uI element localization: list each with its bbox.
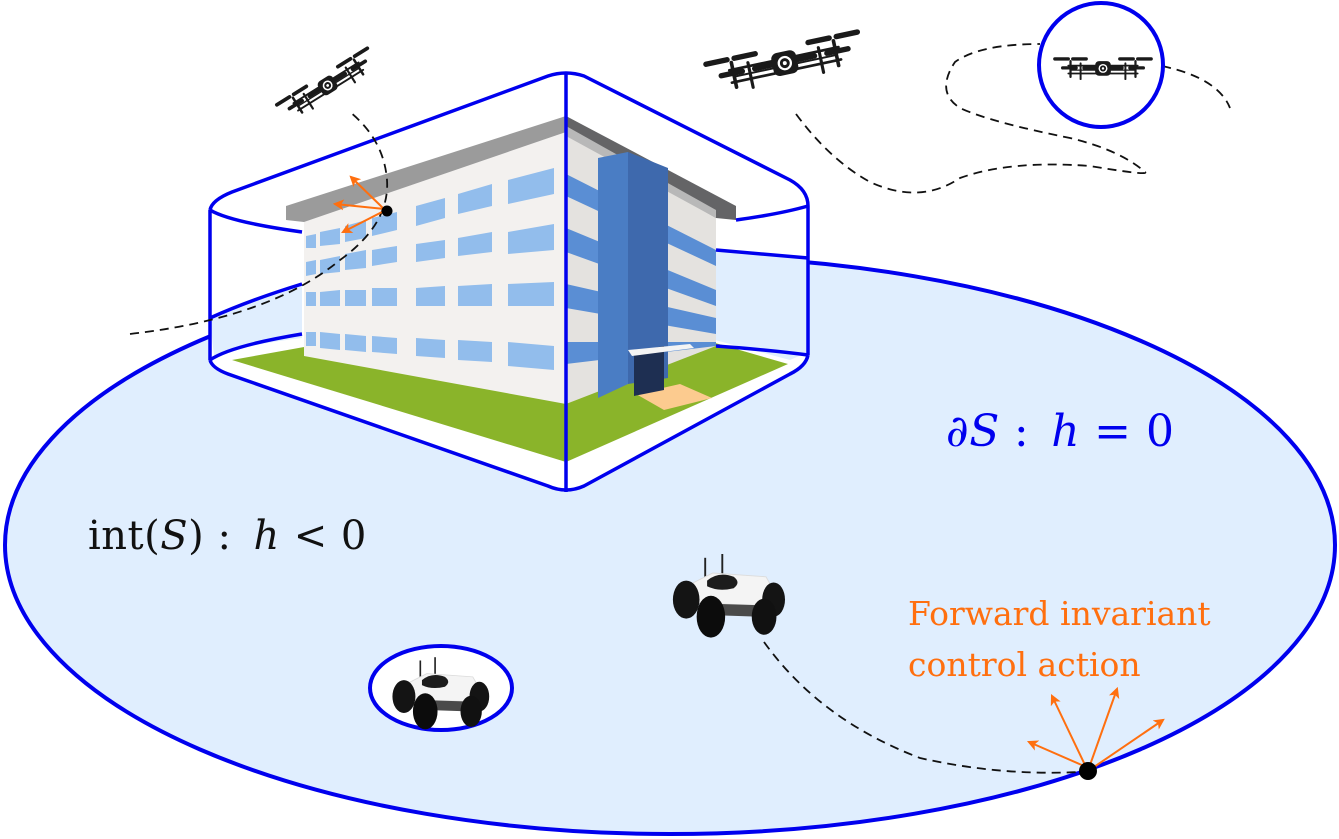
trajectories <box>129 43 1231 774</box>
building-contact-action <box>332 175 393 234</box>
boundary-contact-action <box>1026 686 1165 780</box>
trajectory-drone-building <box>129 111 389 335</box>
rover-circled <box>368 644 514 732</box>
drone-circled <box>1037 1 1165 129</box>
boundary-set: S <box>969 406 1000 457</box>
forward-invariant-line2: control action <box>908 645 1141 684</box>
drone-near-building <box>275 46 381 126</box>
interior-label: int(S) : h < 0 <box>88 516 367 556</box>
trajectory-drone-center <box>795 43 1147 194</box>
trajectory-circled-drone <box>1161 65 1231 109</box>
contact-point-boundary <box>1079 762 1097 780</box>
interior-suffix: ) : <box>188 513 232 559</box>
interior-set: S <box>160 513 189 559</box>
boundary-relation: = 0 <box>1094 406 1175 457</box>
boundary-var: h <box>1051 406 1081 457</box>
interior-relation: < 0 <box>293 513 367 559</box>
building-illustration <box>232 116 788 462</box>
forward-invariant-label: Forward invariant control action <box>908 588 1211 690</box>
boundary-label: ∂S:h= 0 <box>946 410 1174 454</box>
boundary-sep: : <box>1013 406 1030 457</box>
trajectory-rover <box>763 641 1081 774</box>
interior-prefix: int( <box>88 513 161 559</box>
forward-invariant-line1: Forward invariant <box>908 594 1211 633</box>
boundary-partial: ∂ <box>946 406 970 457</box>
building-envelope-outline <box>208 71 810 492</box>
interior-var: h <box>253 513 280 559</box>
drone-top-center <box>706 32 864 96</box>
contact-point-building <box>381 205 393 217</box>
